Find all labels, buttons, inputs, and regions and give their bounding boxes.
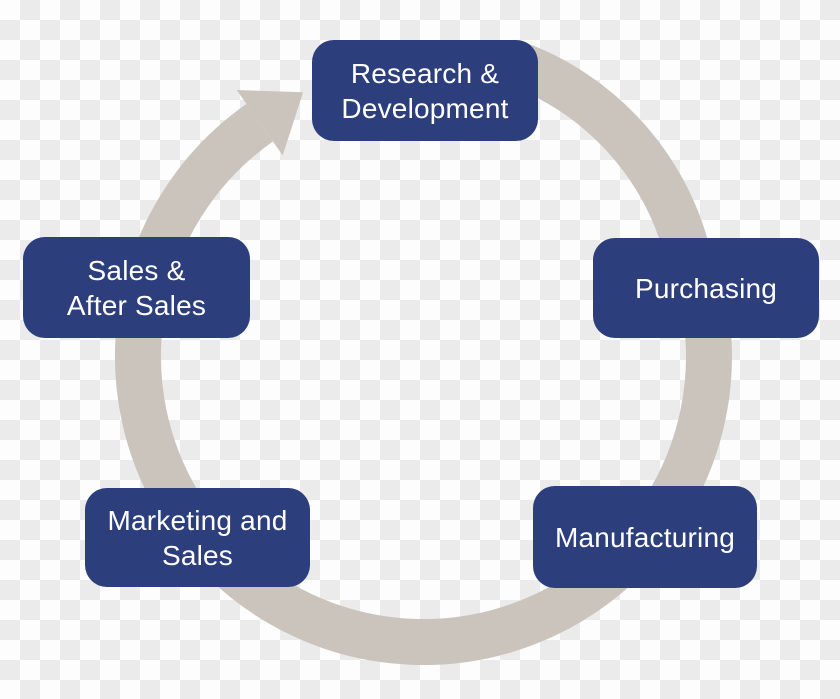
node-purchasing: Purchasing — [593, 238, 819, 338]
node-sales-after-sales: Sales & After Sales — [23, 237, 250, 338]
node-manufacturing: Manufacturing — [533, 486, 757, 588]
arrowhead-icon — [236, 90, 304, 156]
cycle-arc-top-right — [507, 41, 709, 257]
node-marketing-and-sales: Marketing and Sales — [85, 488, 310, 587]
node-research-development: Research & Development — [312, 40, 538, 141]
